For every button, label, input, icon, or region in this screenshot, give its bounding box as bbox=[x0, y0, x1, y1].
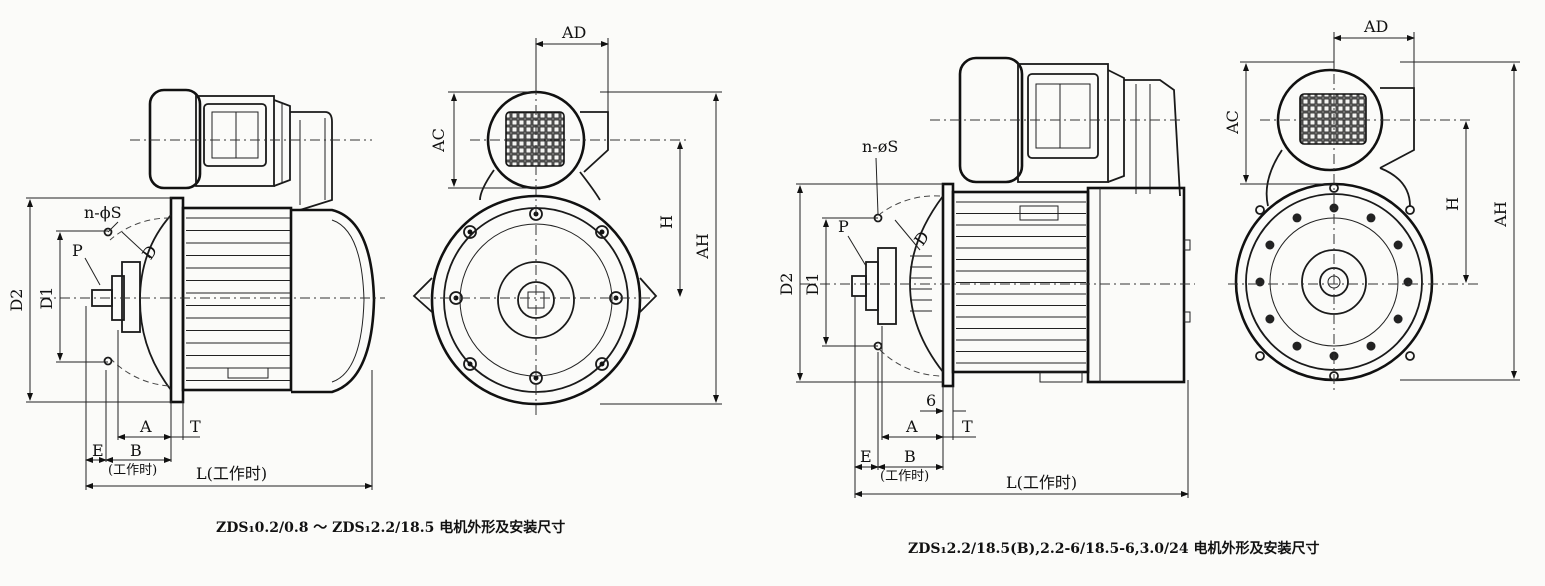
label-ac: AC bbox=[1223, 110, 1242, 135]
right-labels: D2 D1 n-øS P D 6 A T E B (工作时) L(工作时) AD… bbox=[777, 17, 1510, 557]
label-b: B bbox=[904, 447, 916, 466]
label-ah: AH bbox=[1491, 201, 1510, 228]
label-t: T bbox=[190, 417, 201, 436]
label-h: H bbox=[657, 215, 676, 229]
label-p: P bbox=[72, 241, 83, 260]
label-p: P bbox=[838, 217, 849, 236]
left-end-view bbox=[412, 38, 722, 416]
label-ad: AD bbox=[1363, 17, 1388, 36]
label-d: D bbox=[910, 228, 933, 249]
label-l: L(工作时) bbox=[1006, 473, 1077, 492]
label-b: B bbox=[130, 441, 142, 460]
left-caption: ZDS₁0.2/0.8 ～ ZDS₁2.2/18.5 电机外形及安装尺寸 bbox=[216, 519, 565, 536]
label-a: A bbox=[905, 417, 918, 436]
label-ac: AC bbox=[429, 128, 448, 153]
label-n-o-s: n-øS bbox=[862, 137, 898, 156]
label-d2: D2 bbox=[7, 288, 26, 311]
right-caption: ZDS₁2.2/18.5(B),2.2-6/18.5-6,3.0/24 电机外形… bbox=[908, 540, 1320, 557]
label-six: 6 bbox=[926, 391, 936, 410]
label-d2: D2 bbox=[777, 272, 796, 295]
label-b-note: (工作时) bbox=[880, 469, 929, 484]
label-d: D bbox=[138, 242, 161, 263]
label-d1: D1 bbox=[37, 286, 56, 309]
label-ah: AH bbox=[693, 233, 712, 260]
label-d1: D1 bbox=[803, 272, 822, 295]
label-t: T bbox=[962, 417, 973, 436]
label-a: A bbox=[139, 417, 152, 436]
label-e: E bbox=[92, 441, 104, 460]
right-side-view bbox=[796, 56, 1195, 498]
right-end-view bbox=[1228, 32, 1520, 392]
left-side-view bbox=[26, 88, 385, 490]
label-l: L(工作时) bbox=[196, 464, 267, 483]
label-n-phi-s: n-ϕS bbox=[84, 203, 122, 222]
label-e: E bbox=[860, 447, 872, 466]
left-labels: D2 D1 n-ϕS P D A T E B (工作时) L(工作时) AD A… bbox=[7, 23, 712, 536]
label-b-note: (工作时) bbox=[108, 463, 157, 478]
label-ad: AD bbox=[561, 23, 586, 42]
label-h: H bbox=[1443, 197, 1462, 211]
